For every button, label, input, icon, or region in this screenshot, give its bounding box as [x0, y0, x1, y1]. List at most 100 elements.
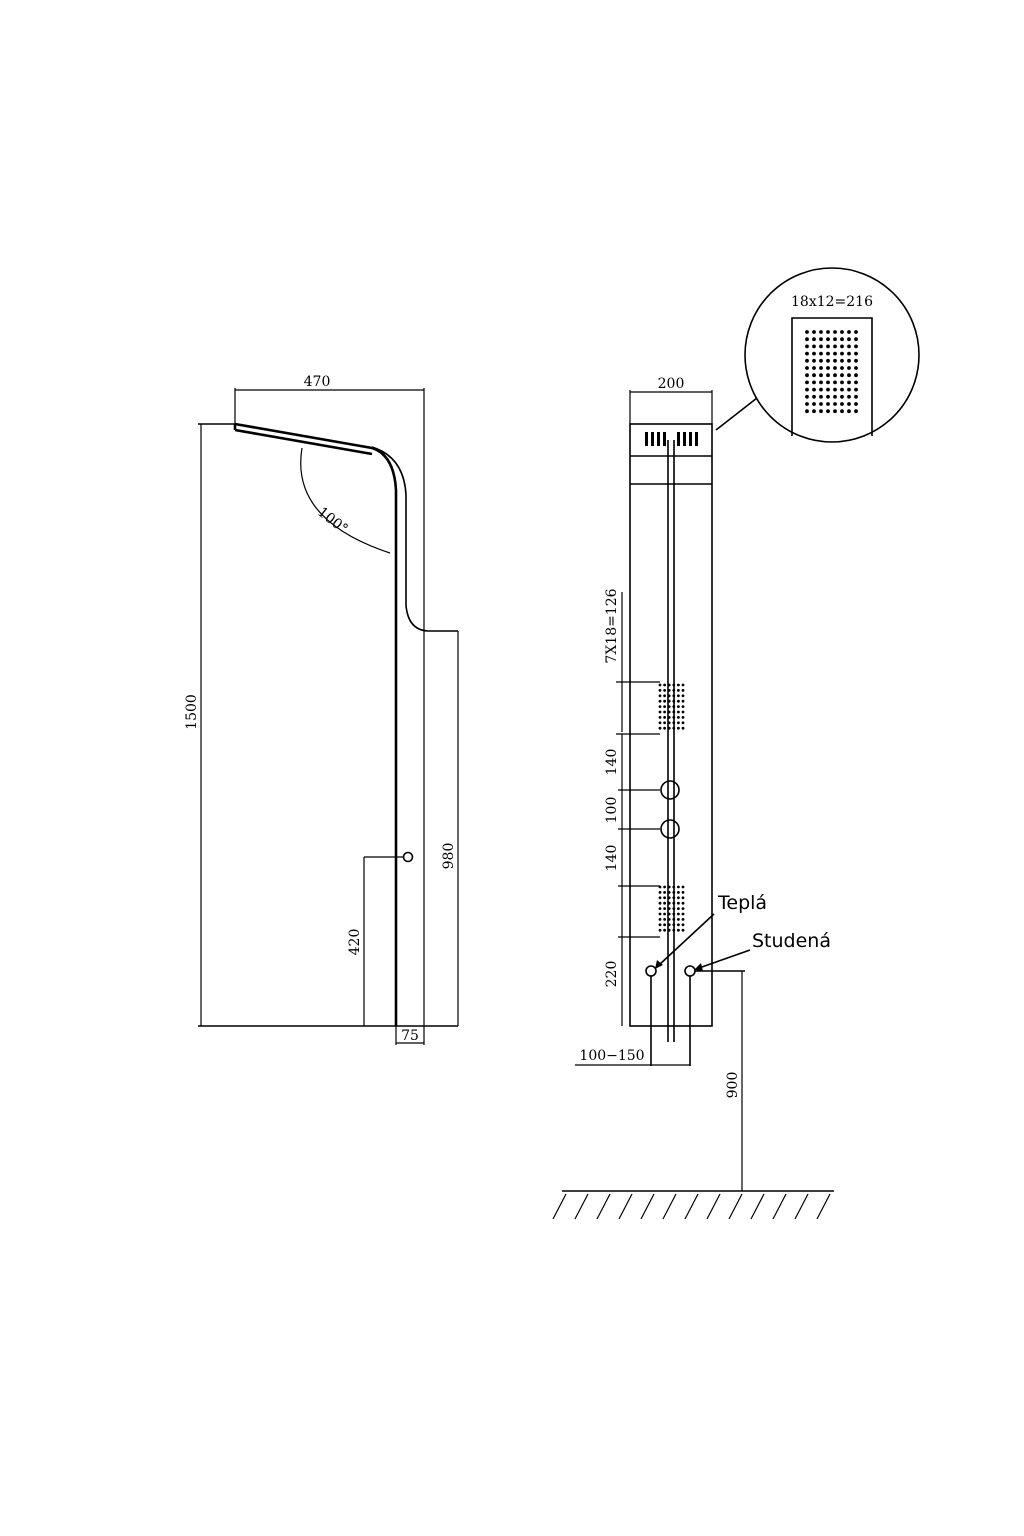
nozzle-dot — [805, 373, 809, 378]
nozzle-dot — [833, 409, 837, 414]
nozzle-dot — [854, 358, 858, 363]
nozzle-dot — [663, 918, 666, 921]
nozzle-dot — [677, 705, 680, 708]
nozzle-dot — [667, 710, 671, 714]
nozzle-dot — [677, 912, 680, 916]
nozzle-dot — [658, 923, 662, 927]
upper-knob-icon — [660, 780, 680, 800]
nozzle-dot — [819, 373, 823, 378]
nozzle-dot — [812, 366, 816, 370]
nozzle-dot — [840, 366, 844, 370]
nozzle-dot — [677, 918, 680, 921]
arm-profile-inner — [234, 422, 398, 1026]
nozzle-dot — [826, 387, 830, 392]
nozzle-dot — [658, 918, 662, 921]
arm-profile-lower — [234, 428, 373, 456]
nozzle-dot — [681, 726, 685, 730]
dim-140-bottom-text: 140 — [604, 845, 620, 872]
nozzle-dot — [677, 928, 680, 932]
hot-arrow — [658, 913, 715, 966]
nozzle-dot — [677, 689, 680, 692]
nozzle-dot — [672, 683, 676, 687]
nozzle-dot — [677, 891, 680, 894]
nozzle-dot — [672, 716, 676, 719]
nozzle-dot — [663, 716, 666, 719]
nozzle-dot — [854, 394, 858, 399]
nozzle-dot — [663, 885, 666, 889]
dim-140-top-text: 140 — [604, 749, 620, 776]
nozzle-dot — [667, 896, 671, 900]
nozzle-dot — [833, 387, 837, 392]
nozzle-dot — [812, 387, 816, 392]
nozzle-dot — [667, 923, 671, 927]
nozzle-dot — [667, 928, 671, 932]
nozzle-dot — [663, 694, 666, 698]
nozzle-dot — [672, 891, 676, 894]
nozzle-dot — [819, 344, 823, 349]
nozzle-dot — [658, 689, 662, 692]
nozzle-dot — [667, 891, 671, 894]
nozzle-dot — [812, 337, 816, 342]
floor-hatching — [552, 1193, 831, 1220]
column-profile-outer — [371, 446, 458, 632]
nozzle-dot — [677, 716, 680, 719]
cold-inlet-icon — [684, 965, 696, 977]
nozzle-dot — [681, 699, 685, 703]
detail-circle — [744, 267, 920, 443]
nozzle-dot — [677, 694, 680, 698]
nozzle-dot — [812, 358, 816, 363]
nozzle-dot — [840, 351, 844, 356]
detail-plate-outline — [791, 317, 873, 436]
nozzle-dot — [667, 885, 671, 889]
nozzle-dot — [658, 907, 662, 910]
nozzle-dot — [833, 330, 837, 334]
nozzle-dot — [663, 710, 666, 714]
nozzle-dot — [840, 380, 844, 385]
dim-420-text: 420 — [347, 929, 363, 956]
nozzle-dot — [847, 409, 851, 414]
nozzle-dot — [667, 689, 671, 692]
nozzle-dot — [681, 694, 685, 698]
nozzle-dot — [658, 716, 662, 719]
nozzle-dot — [663, 891, 666, 894]
label-hot: Teplá — [717, 892, 767, 914]
nozzle-dot — [819, 409, 823, 414]
nozzle-dot — [840, 337, 844, 342]
nozzle-dot — [854, 344, 858, 349]
nozzle-dot — [812, 344, 816, 349]
nozzle-dot — [847, 351, 851, 356]
dim-980-text: 980 — [441, 843, 457, 870]
nozzle-dot — [854, 366, 858, 370]
nozzle-dot — [681, 705, 685, 708]
nozzle-dot — [681, 907, 685, 910]
upper-jet-block — [658, 683, 685, 730]
lower-jet-block — [658, 885, 685, 932]
nozzle-dot — [677, 726, 680, 730]
hot-inlet-icon — [645, 965, 657, 977]
nozzle-dot — [805, 409, 809, 414]
nozzle-dot — [826, 373, 830, 378]
nozzle-dot — [672, 907, 676, 910]
nozzle-dot — [658, 694, 662, 698]
nozzle-dot — [663, 923, 666, 927]
nozzle-dot — [672, 705, 676, 708]
front-view: 200 7X18=126 — [552, 376, 834, 1220]
outlet-icon — [402, 851, 414, 863]
nozzle-dot — [667, 912, 671, 916]
nozzle-dot — [840, 409, 844, 414]
nozzle-dot — [672, 928, 676, 932]
nozzle-dot — [667, 907, 671, 910]
nozzle-dot — [677, 721, 680, 725]
dim-220-text: 220 — [604, 961, 620, 988]
nozzle-dot — [805, 358, 809, 363]
nozzle-dot — [826, 330, 830, 334]
nozzle-dot — [672, 721, 676, 725]
nozzle-dot — [819, 330, 823, 334]
nozzle-dot — [658, 710, 662, 714]
nozzle-dot — [819, 337, 823, 342]
nozzle-dot — [826, 344, 830, 349]
nozzle-dot — [658, 891, 662, 894]
nozzle-dot — [826, 358, 830, 363]
nozzle-dot — [672, 896, 676, 900]
